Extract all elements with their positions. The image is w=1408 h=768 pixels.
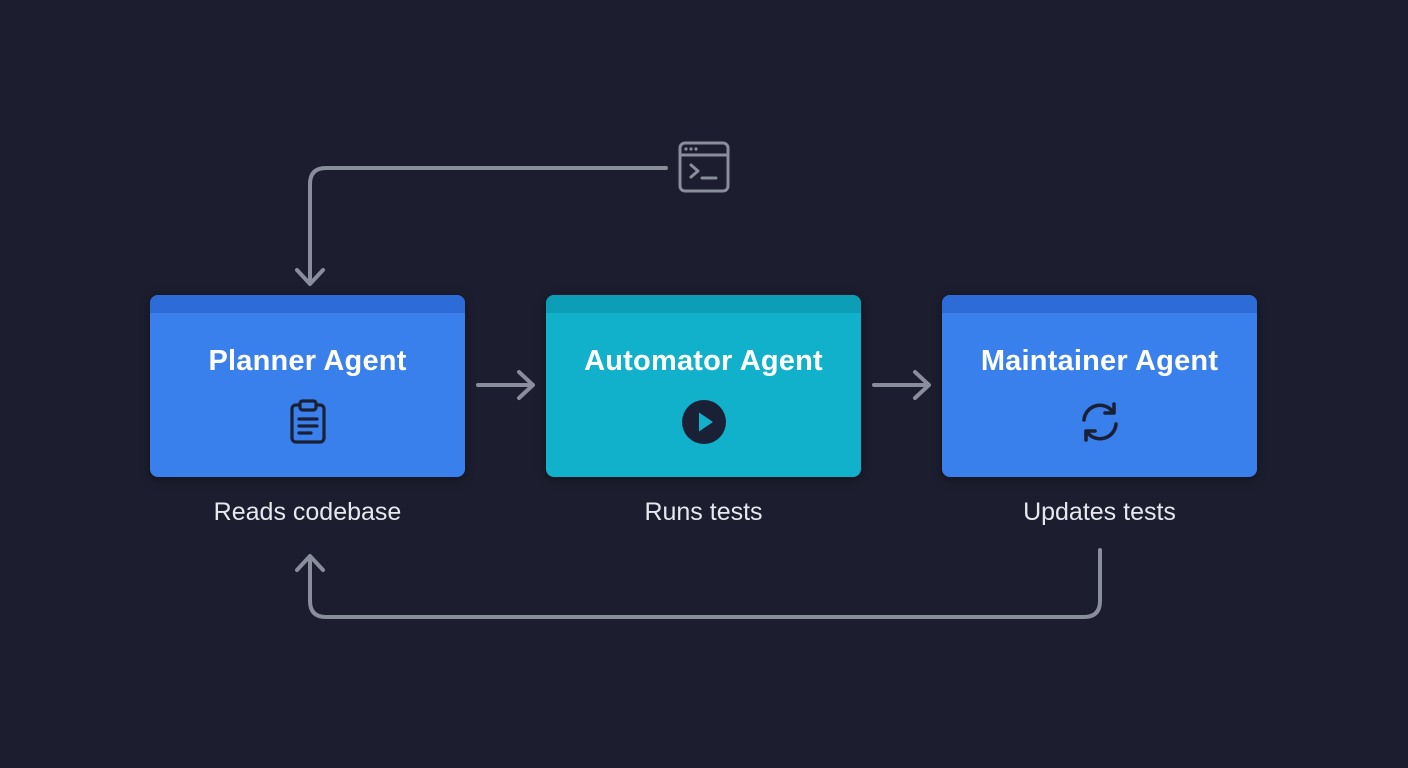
maintainer-agent-card: Maintainer Agent — [942, 295, 1257, 477]
terminal-to-planner-arrowhead — [295, 268, 325, 286]
clipboard-icon — [289, 399, 326, 444]
planner-agent-title: Planner Agent — [208, 345, 407, 377]
maintainer-agent-caption: Updates tests — [1023, 498, 1176, 526]
terminal-icon — [678, 141, 730, 193]
planner-to-automator-arrow — [476, 370, 535, 400]
refresh-icon — [1081, 402, 1118, 442]
terminal-to-planner-connector — [308, 166, 668, 284]
planner-agent-caption: Reads codebase — [213, 498, 402, 526]
card-header-bar — [150, 295, 465, 313]
automator-agent-title: Automator Agent — [584, 345, 823, 377]
automator-agent-caption: Runs tests — [644, 498, 763, 526]
card-header-bar — [546, 295, 861, 313]
automator-agent-card: Automator Agent — [546, 295, 861, 477]
maintainer-to-planner-connector — [308, 548, 1102, 619]
card-header-bar — [942, 295, 1257, 313]
maintainer-to-planner-arrowhead — [295, 554, 325, 572]
play-icon — [681, 400, 726, 444]
automator-to-maintainer-arrow — [872, 370, 931, 400]
planner-agent-card: Planner Agent — [150, 295, 465, 477]
maintainer-agent-title: Maintainer Agent — [980, 345, 1219, 377]
